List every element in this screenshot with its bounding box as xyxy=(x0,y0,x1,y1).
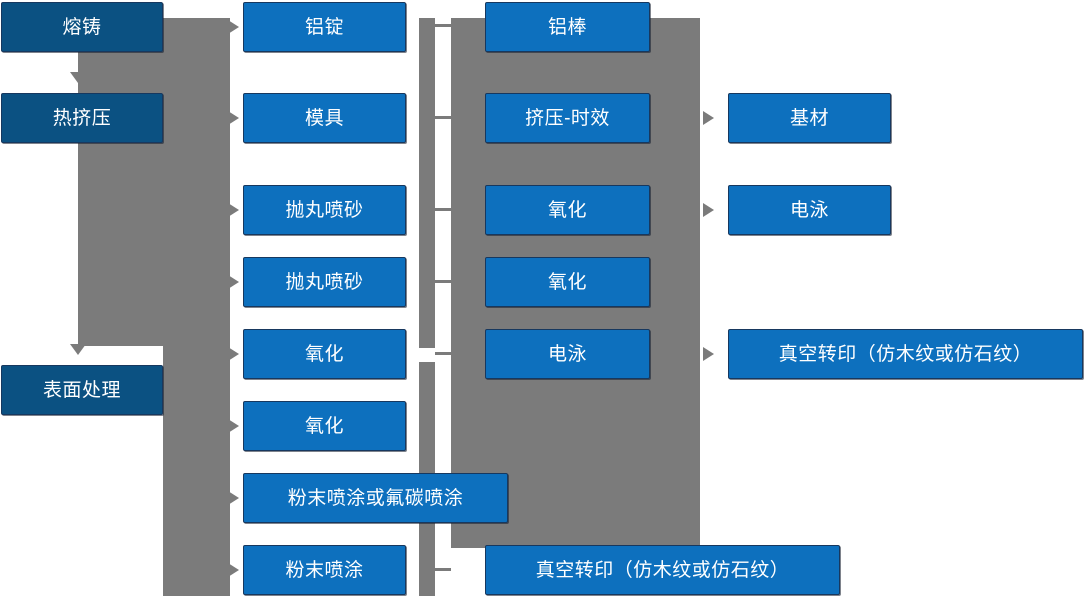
node-label: 氧化 xyxy=(304,343,344,365)
connector-tick-muju xyxy=(435,116,451,119)
node-label: 抛丸喷砂 xyxy=(285,199,364,221)
node-fenmo-pentu[interactable]: 粉末喷涂 xyxy=(243,543,406,595)
connector-tick-ludin xyxy=(435,24,451,27)
node-label: 真空转印（仿木纹或仿石纹） xyxy=(778,343,1033,365)
node-yanghua-c2-2[interactable]: 氧化 xyxy=(243,399,406,451)
connector-arrow-to-yanghua-2 xyxy=(228,419,239,433)
connector-arrow-to-zhenkong-2 xyxy=(703,347,714,361)
connector-tick-fenmo xyxy=(435,568,451,571)
node-paowan-penshai-1[interactable]: 抛丸喷砂 xyxy=(243,183,406,235)
node-label: 粉末喷涂 xyxy=(285,559,364,581)
connector-tick-paowan-2 xyxy=(435,280,451,283)
connector-arrow-to-dianyong-2 xyxy=(703,203,714,217)
node-zhenkong-zhuanyin-c4[interactable]: 真空转印（仿木纹或仿石纹） xyxy=(728,327,1083,379)
node-label: 热挤压 xyxy=(52,107,112,129)
node-label: 电泳 xyxy=(789,199,829,221)
node-label: 氧化 xyxy=(547,199,587,221)
node-jiya-shixiao[interactable]: 挤压-时效 xyxy=(485,91,650,143)
node-label: 铝锭 xyxy=(304,16,344,38)
node-rongzhu[interactable]: 熔铸 xyxy=(1,0,163,52)
connector-arrow-to-fenmo-fut xyxy=(228,491,239,505)
connector-arrow-to-paowan-2 xyxy=(228,275,239,289)
node-fenmo-huotan-pentu[interactable]: 粉末喷涂或氟碳喷涂 xyxy=(243,471,508,523)
connector-body-lower xyxy=(163,346,230,596)
node-lubang[interactable]: 铝棒 xyxy=(485,0,650,52)
node-label: 挤压-时效 xyxy=(525,107,610,129)
connector-tick-paowan-1 xyxy=(435,208,451,211)
node-label: 粉末喷涂或氟碳喷涂 xyxy=(287,487,464,509)
node-muju[interactable]: 模具 xyxy=(243,91,406,143)
node-yanghua-c2-1[interactable]: 氧化 xyxy=(243,327,406,379)
node-yanghua-c3-2[interactable]: 氧化 xyxy=(485,255,650,307)
node-label: 抛丸喷砂 xyxy=(285,271,364,293)
node-label: 表面处理 xyxy=(42,379,121,401)
node-label: 铝棒 xyxy=(547,16,587,38)
node-label: 氧化 xyxy=(547,271,587,293)
connector-arrow-to-yanghua-1 xyxy=(228,347,239,361)
node-label: 电泳 xyxy=(547,343,587,365)
node-biaomian-chuli[interactable]: 表面处理 xyxy=(1,363,163,415)
node-ludin[interactable]: 铝锭 xyxy=(243,0,406,52)
node-label: 基材 xyxy=(789,107,829,129)
node-jicai[interactable]: 基材 xyxy=(728,91,891,143)
node-paowan-penshai-2[interactable]: 抛丸喷砂 xyxy=(243,255,406,307)
connector-arrow-to-ludin xyxy=(228,20,239,34)
connector-arrow-to-fenmo xyxy=(228,563,239,577)
connector-arrow-to-jicai xyxy=(703,111,714,125)
node-label: 模具 xyxy=(304,107,344,129)
node-yanghua-c3-1[interactable]: 氧化 xyxy=(485,183,650,235)
connector-arrow-down-to-biaomian xyxy=(70,344,86,355)
node-label: 真空转印（仿木纹或仿石纹） xyxy=(535,559,790,581)
node-dianyong-c4[interactable]: 电泳 xyxy=(728,183,891,235)
connector-arrow-to-muju xyxy=(228,111,239,125)
connector-arrow-to-paowan-1 xyxy=(228,203,239,217)
node-zhenkong-zhuanyin-c3[interactable]: 真空转印（仿木纹或仿石纹） xyxy=(485,543,840,595)
node-label: 氧化 xyxy=(304,415,344,437)
node-rejiya[interactable]: 热挤压 xyxy=(1,91,163,143)
connector-stub-biaomian xyxy=(163,389,185,392)
node-label: 熔铸 xyxy=(62,16,102,38)
connector-rail-upper xyxy=(419,18,435,348)
node-dianyong-c3[interactable]: 电泳 xyxy=(485,327,650,379)
connector-tick-yanghua-1 xyxy=(435,352,451,355)
